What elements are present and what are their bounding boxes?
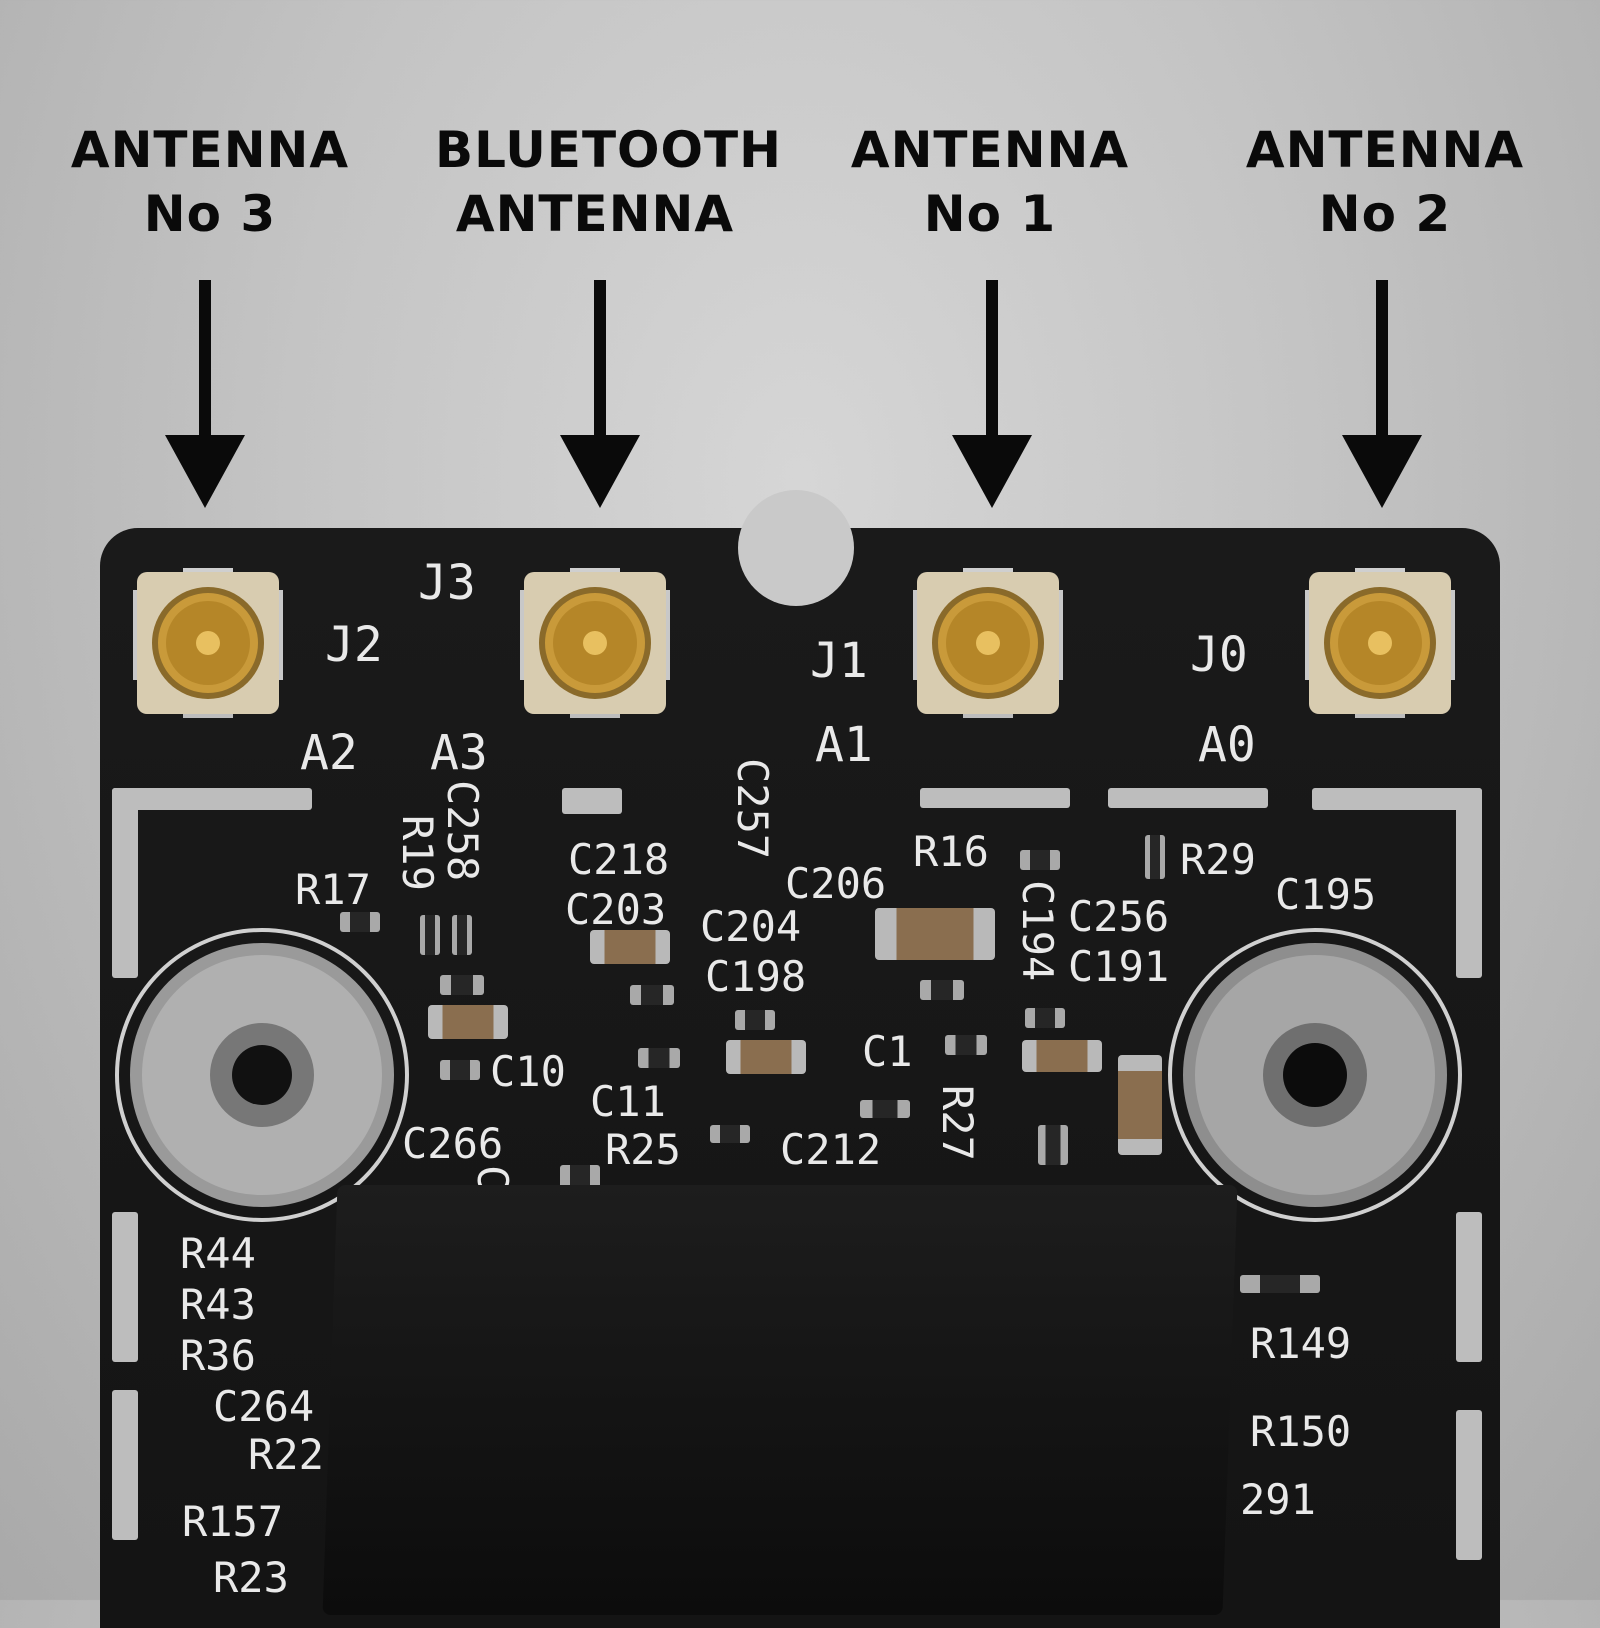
smd-resistor [860,1100,910,1118]
frame-pad [1456,1212,1482,1362]
callout-antenna-1-line1: ANTENNA [850,121,1130,179]
label-c1: C1 [862,1027,913,1076]
smd-resistor [440,975,484,995]
label-j0: J0 [1190,627,1248,683]
label-r19: R19 [393,815,442,891]
frame-pad [920,788,1070,808]
frame-pad [112,788,138,978]
smd-resistor [440,1060,480,1080]
ufl-connector-icon[interactable] [1305,568,1455,718]
mounting-hole-icon [1168,928,1462,1222]
mounting-hole-icon [115,928,409,1222]
label-r291: 291 [1240,1475,1316,1524]
label-c256: C256 [1068,892,1170,941]
label-c198: C198 [705,952,807,1001]
label-r16: R16 [913,827,989,876]
callout-bluetooth-line2: ANTENNA [455,185,735,243]
label-a2: A2 [300,725,358,781]
smd-resistor [920,980,964,1000]
label-a1: A1 [815,717,873,773]
label-c203: C203 [565,885,667,934]
label-c212: C212 [780,1125,882,1174]
label-r23: R23 [213,1553,289,1602]
label-j3: J3 [418,555,476,611]
smd-capacitor [875,908,995,960]
smd-capacitor [428,1005,508,1039]
arrow-down-icon [165,280,245,508]
frame-pad [1312,788,1482,810]
callout-antenna-3: ANTENNA No 3 [50,118,370,246]
callout-antenna-3-line2: No 3 [143,185,277,243]
label-r27: R27 [933,1085,982,1161]
callout-antenna-1-line2: No 1 [923,185,1057,243]
smd-resistor [420,915,440,955]
label-c258: C258 [438,780,487,882]
smd-capacitor [726,1040,806,1074]
ufl-connector-icon[interactable] [133,568,283,718]
smd-resistor [452,915,472,955]
label-c266: C266 [402,1119,504,1168]
label-r22: R22 [248,1430,324,1479]
smd-resistor [1240,1275,1320,1293]
callout-antenna-1: ANTENNA No 1 [830,118,1150,246]
frame-pad [1456,788,1482,978]
smd-resistor [735,1010,775,1030]
label-r25: R25 [605,1125,681,1174]
board-notch [738,490,854,606]
callout-antenna-2: ANTENNA No 2 [1225,118,1545,246]
callout-antenna-3-line1: ANTENNA [70,121,350,179]
ufl-connector-icon[interactable] [520,568,670,718]
label-c257: C257 [728,758,777,860]
frame-pad [112,788,312,810]
frame-pad [112,1212,138,1362]
label-r36: R36 [180,1331,256,1380]
black-tape-cover [322,1185,1238,1615]
smd-resistor [710,1125,750,1143]
smd-resistor [1025,1008,1065,1028]
label-a3: A3 [430,725,488,781]
frame-pad [1108,788,1268,808]
smd-resistor [945,1035,987,1055]
label-r150: R150 [1250,1407,1352,1456]
label-c204: C204 [700,902,802,951]
arrow-down-icon [560,280,640,508]
callout-bluetooth-line1: BLUETOOTH [435,121,783,179]
smd-capacitor [590,930,670,964]
ufl-connector-icon[interactable] [913,568,1063,718]
label-r149: R149 [1250,1319,1352,1368]
label-a0: A0 [1198,717,1256,773]
label-r157: R157 [182,1497,284,1546]
label-r17: R17 [295,865,371,914]
smd-resistor [340,912,380,932]
label-c264: C264 [213,1382,315,1431]
label-c195: C195 [1275,870,1377,919]
smd-resistor [630,985,674,1005]
label-c194: C194 [1013,880,1062,982]
label-j1: J1 [810,633,868,689]
label-r29: R29 [1180,835,1256,884]
label-r44: R44 [180,1229,256,1278]
smd-resistor [638,1048,680,1068]
label-r43: R43 [180,1280,256,1329]
label-j2: J2 [325,617,383,673]
label-c11: C11 [590,1077,666,1126]
frame-pad [562,788,622,814]
callout-bluetooth-antenna: BLUETOOTH ANTENNA [435,118,783,246]
callout-antenna-2-line1: ANTENNA [1245,121,1525,179]
callout-antenna-2-line2: No 2 [1318,185,1452,243]
smd-resistor [1020,850,1060,870]
label-c191: C191 [1068,942,1170,991]
arrow-down-icon [1342,280,1422,508]
smd-capacitor [1022,1040,1102,1072]
label-c10: C10 [490,1047,566,1096]
frame-pad [112,1390,138,1540]
frame-pad [1456,1410,1482,1560]
label-c206: C206 [785,859,887,908]
smd-resistor [1145,835,1165,879]
arrow-down-icon [952,280,1032,508]
smd-capacitor [1118,1055,1162,1155]
label-c218: C218 [568,835,670,884]
smd-resistor [1038,1125,1068,1165]
